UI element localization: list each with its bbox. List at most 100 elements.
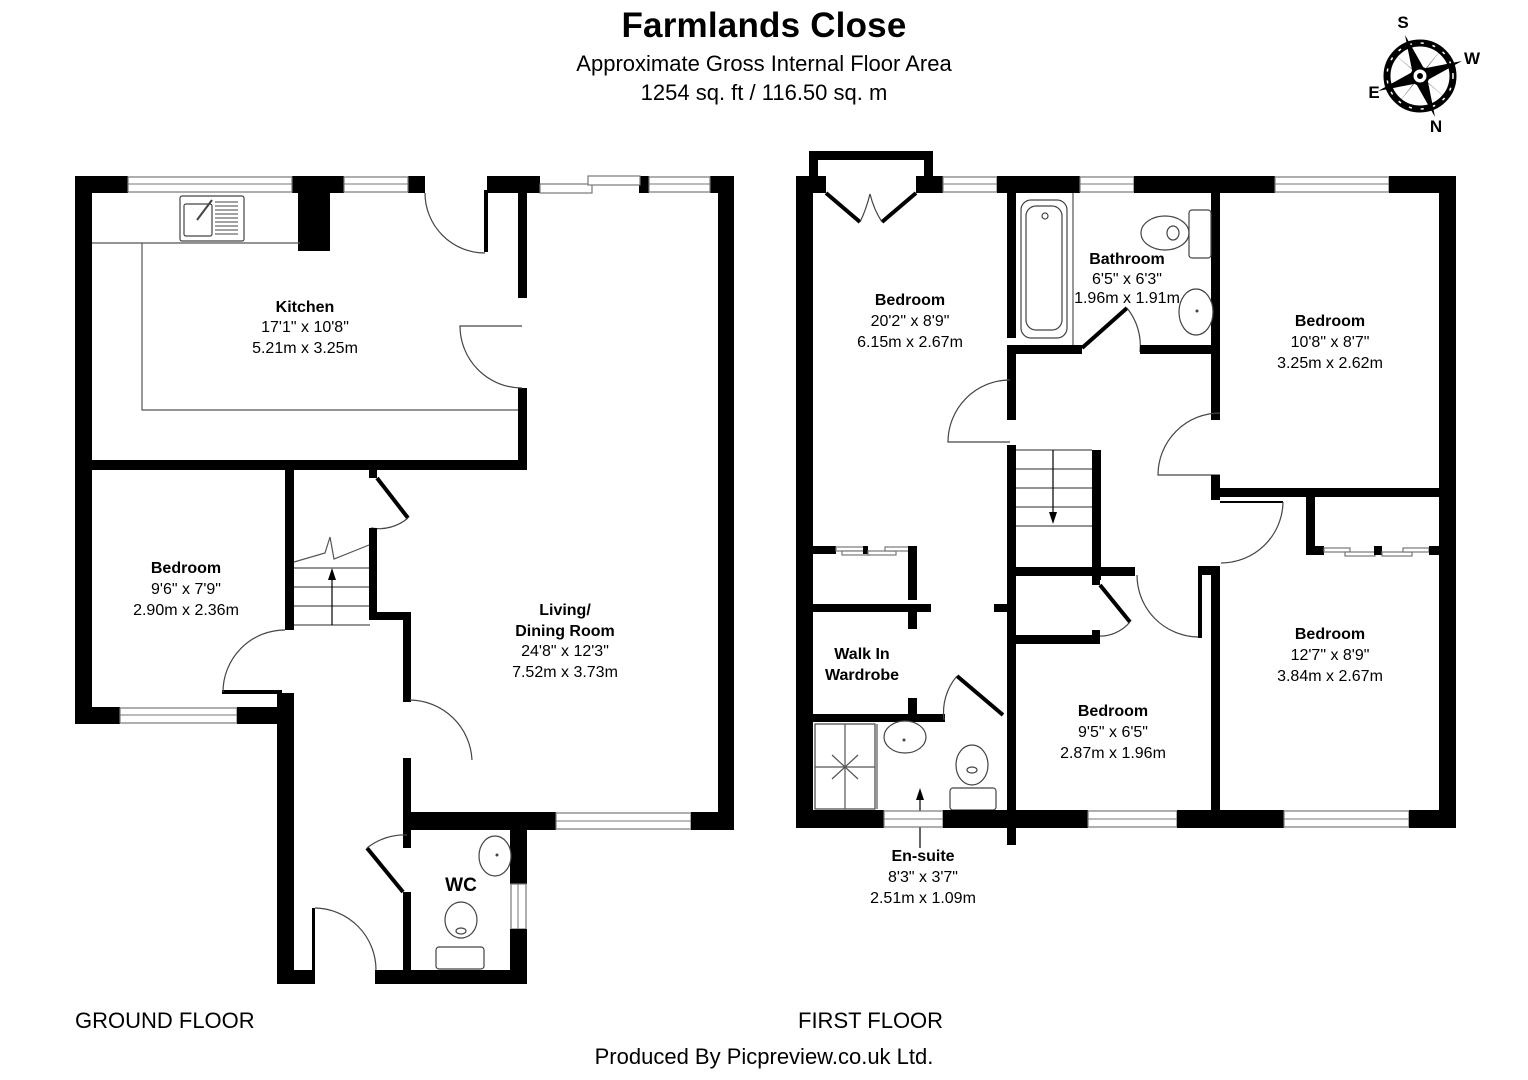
wall xyxy=(916,176,943,193)
compass-south-label: S xyxy=(1397,13,1408,32)
wall xyxy=(487,176,540,193)
producer-credit: Produced By Picpreview.co.uk Ltd. xyxy=(594,1044,934,1069)
wall xyxy=(1374,546,1382,555)
wall xyxy=(1211,475,1220,500)
room-dims-imperial: 10'8" x 8'7" xyxy=(1291,334,1370,351)
door-swing xyxy=(459,325,523,389)
compass-north-label: N xyxy=(1430,117,1442,136)
toilet-icon xyxy=(435,901,485,970)
wall xyxy=(1177,810,1284,828)
wall xyxy=(222,690,282,694)
room-dims-metric: 3.25m x 2.62m xyxy=(1277,355,1383,372)
toilet-icon xyxy=(949,744,997,811)
door-swing xyxy=(1126,307,1141,353)
wall xyxy=(1007,567,1135,576)
wall xyxy=(1211,566,1220,828)
wall xyxy=(1429,546,1441,555)
wall xyxy=(809,151,933,160)
wall xyxy=(312,908,315,972)
door-leaf xyxy=(1080,306,1129,350)
door-swing xyxy=(859,193,883,223)
shower-icon xyxy=(814,723,878,810)
wall xyxy=(403,892,411,982)
wall xyxy=(1007,345,1016,420)
door-leaf xyxy=(824,191,862,224)
room-dims-imperial: 9'5" x 6'5" xyxy=(1078,724,1148,741)
room-name-dining: Dining Room xyxy=(515,623,615,640)
basin-icon xyxy=(478,835,512,877)
wall xyxy=(403,758,411,830)
wall xyxy=(1092,630,1100,644)
wall xyxy=(1439,176,1456,828)
bathtub-icon xyxy=(1020,193,1074,345)
wall xyxy=(237,707,287,724)
wall xyxy=(994,604,1007,612)
wardrobe-door xyxy=(1323,547,1351,553)
chimney-breast xyxy=(298,190,330,251)
wall xyxy=(518,388,527,468)
wall xyxy=(1198,570,1202,638)
wall xyxy=(809,151,818,193)
sliding-door xyxy=(539,183,593,194)
wall xyxy=(1306,497,1315,549)
wardrobe-door xyxy=(1344,551,1376,557)
wall xyxy=(796,176,813,828)
wall xyxy=(718,176,734,830)
room-name-en-suite: En-suite xyxy=(891,848,954,865)
room-dims-imperial: 6'5" x 6'3" xyxy=(1092,271,1162,288)
room-name-living: Living/ xyxy=(539,602,591,619)
down-arrow-icon xyxy=(1049,512,1057,524)
room-name-wardrobe: Wardrobe xyxy=(825,667,899,684)
compass-west-label: W xyxy=(1464,49,1481,68)
door-swing xyxy=(1157,412,1221,476)
door-swing xyxy=(942,675,958,721)
door-swing xyxy=(1220,501,1284,564)
compass-east-label: E xyxy=(1368,83,1379,102)
room-dims-metric: 3.84m x 2.67m xyxy=(1277,668,1383,685)
wall xyxy=(510,929,527,983)
wall xyxy=(403,612,411,702)
room-name-bedroom: Bedroom xyxy=(875,292,945,309)
door-swing xyxy=(222,629,286,693)
staircase xyxy=(293,536,370,626)
wall xyxy=(1198,566,1220,575)
room-name-bedroom: Bedroom xyxy=(151,560,221,577)
wall xyxy=(510,828,527,884)
wall xyxy=(277,693,294,983)
wall xyxy=(1211,488,1456,497)
wall xyxy=(1007,445,1016,845)
basin-icon xyxy=(883,720,927,754)
wall xyxy=(639,176,649,193)
room-dims-imperial: 20'2" x 8'9" xyxy=(871,313,950,330)
door-swing xyxy=(366,834,408,849)
wall xyxy=(1409,810,1456,828)
wall xyxy=(908,604,917,629)
room-name-wc: WC xyxy=(445,875,477,896)
room-name-kitchen: Kitchen xyxy=(276,299,335,316)
wall xyxy=(943,810,1088,828)
room-dims-metric: 2.90m x 2.36m xyxy=(133,602,239,619)
door-leaf xyxy=(955,674,1005,717)
room-dims-metric: 2.51m x 1.09m xyxy=(870,890,976,907)
door-swing xyxy=(1136,574,1199,638)
wall xyxy=(813,546,836,554)
wall xyxy=(863,546,868,554)
compass-rose-icon: S W E N xyxy=(1368,13,1481,136)
wall xyxy=(1092,567,1100,585)
wall xyxy=(813,604,931,612)
wall xyxy=(1306,546,1324,555)
wall xyxy=(75,460,527,470)
door-leaf xyxy=(1098,583,1132,624)
wall xyxy=(908,546,917,600)
wall xyxy=(75,176,92,724)
room-dims-metric: 7.52m x 3.73m xyxy=(512,664,618,681)
wall xyxy=(75,707,120,724)
wall xyxy=(796,810,884,828)
wardrobe-door xyxy=(1402,547,1430,553)
room-name-bedroom: Bedroom xyxy=(1295,313,1365,330)
room-name-bedroom: Bedroom xyxy=(1078,703,1148,720)
door-swing xyxy=(424,192,486,254)
door-leaf xyxy=(375,476,410,520)
room-dims-metric: 1.96m x 1.91m xyxy=(1074,290,1180,307)
